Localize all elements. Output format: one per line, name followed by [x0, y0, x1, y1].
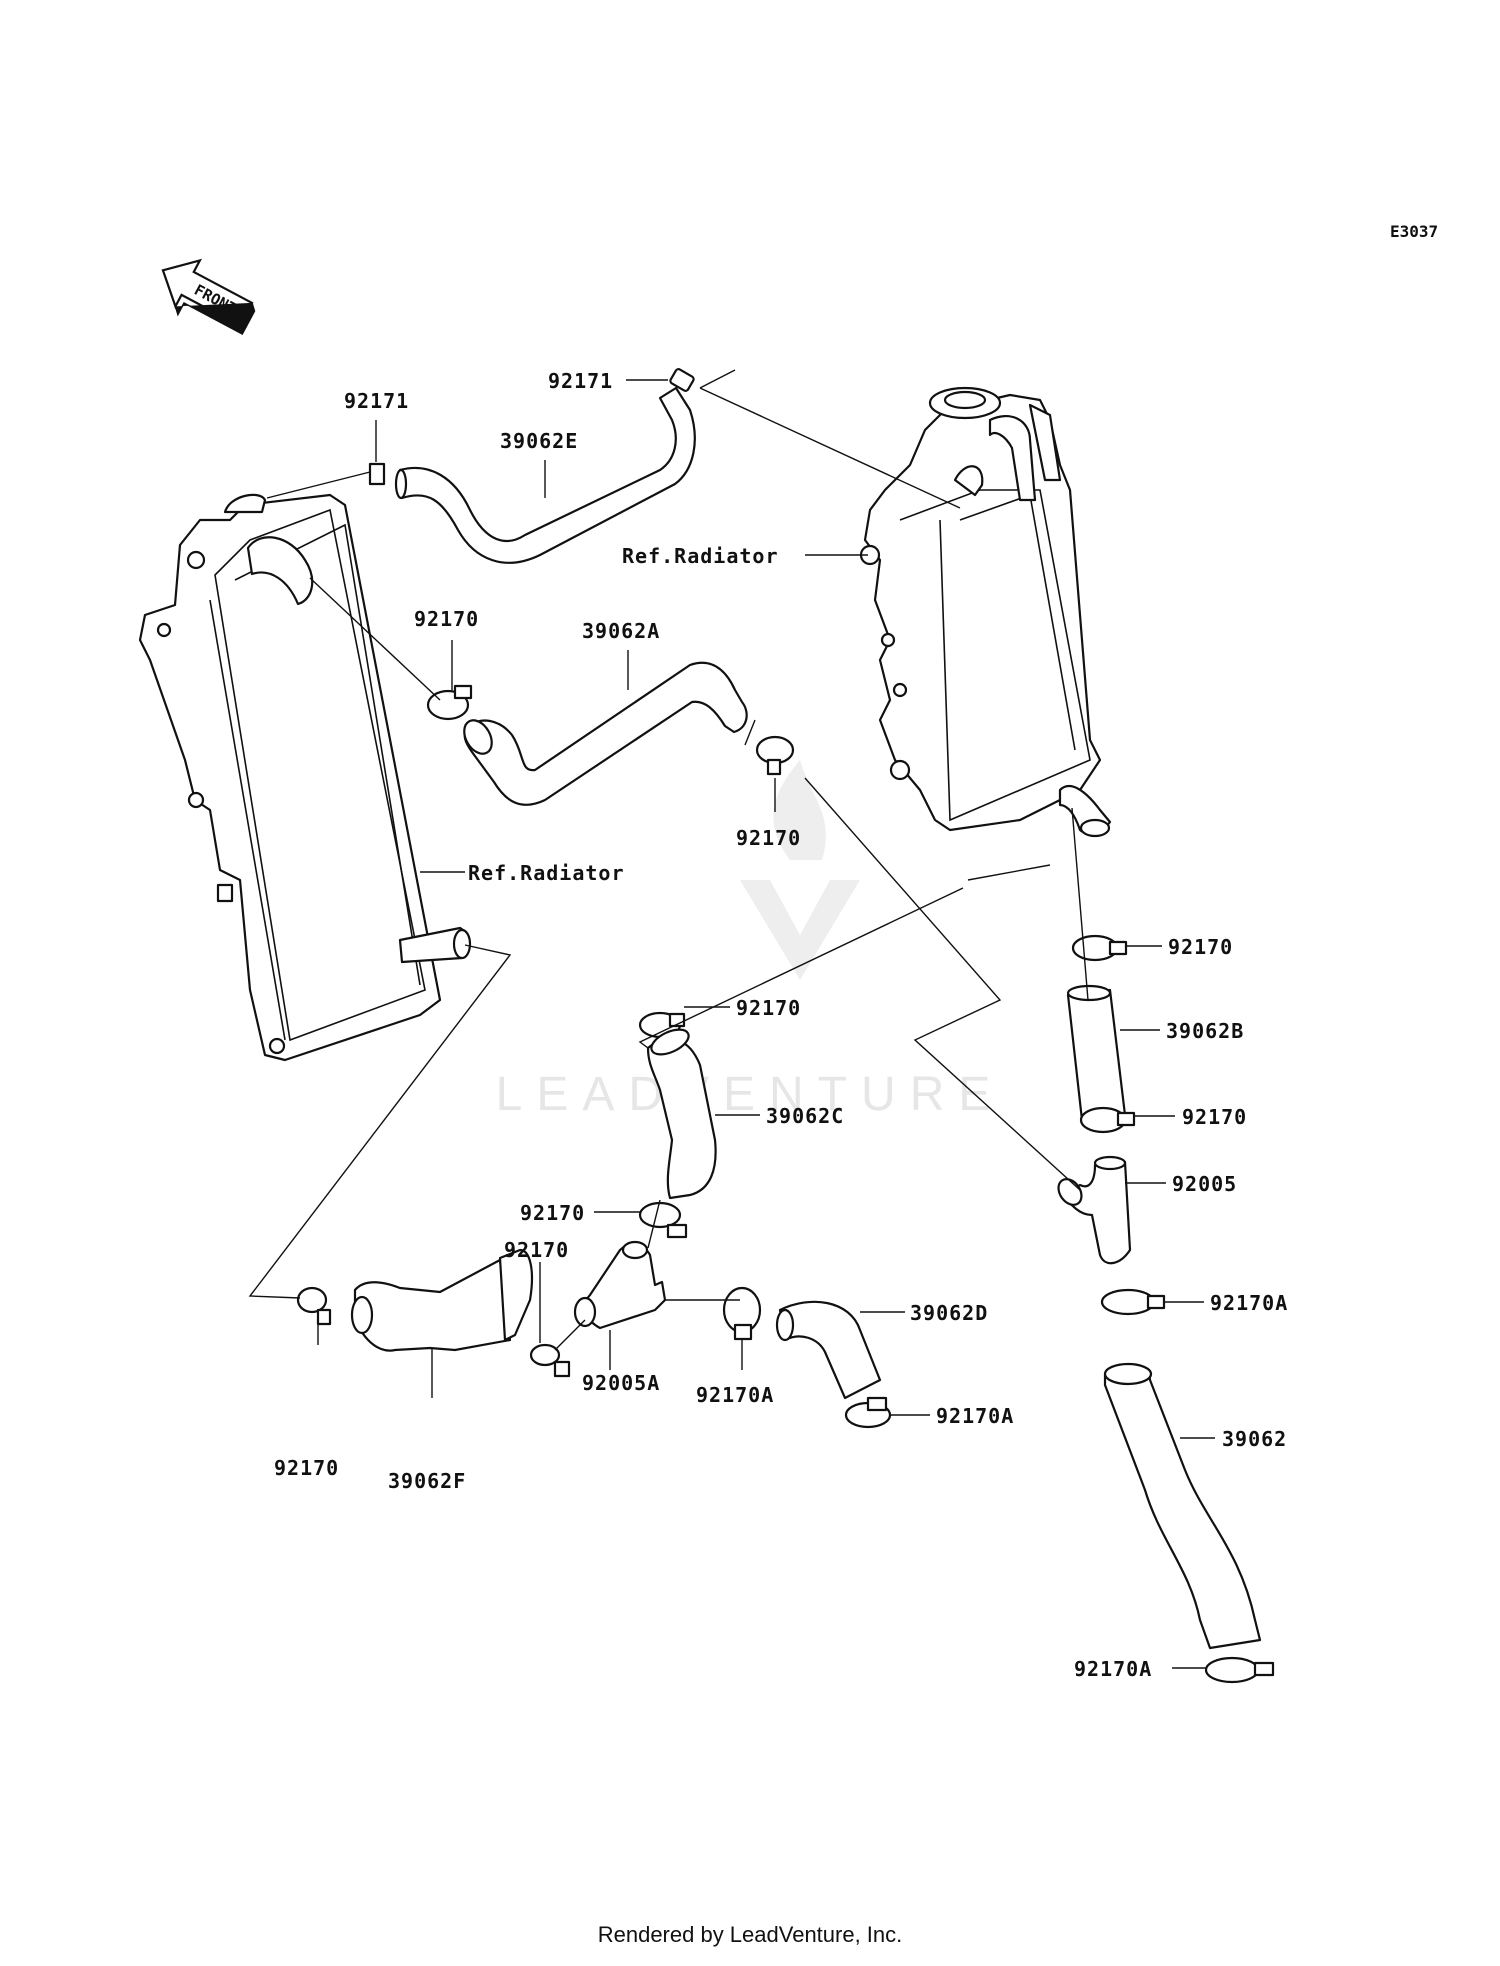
clamp-92170-center [638, 1011, 686, 1039]
clamp-92170a-center [722, 1286, 762, 1341]
callout-92170a-d: 92170A [936, 1404, 1014, 1428]
hose-39062e [398, 386, 696, 564]
callout-labels: 92171 92171 39062E Ref.Radiator 92170 39… [274, 369, 1288, 1681]
clamp-92170a-d [844, 1396, 892, 1429]
callout-39062d: 39062D [910, 1301, 988, 1325]
callout-92170-mid: 92170 [736, 826, 801, 850]
callout-92171-left: 92171 [344, 389, 409, 413]
footer-credit: Rendered by LeadVenture, Inc. [597, 1922, 903, 1947]
callout-92170-bottom-left: 92170 [274, 1456, 339, 1480]
hose-39062d [778, 1300, 882, 1400]
hose-39062b [1066, 988, 1127, 1122]
clamp-92170-lower-1 [638, 1201, 688, 1239]
callout-92170a-right: 92170A [1210, 1291, 1288, 1315]
callout-92170-upper-left: 92170 [414, 607, 479, 631]
diagram-code: E3037 [1390, 222, 1438, 241]
callout-ref-radiator-right: Ref.Radiator [622, 544, 779, 568]
clamp-92170-right-2 [1079, 1106, 1136, 1134]
callout-92170-right-top: 92170 [1168, 935, 1233, 959]
clamp-92170-bottom-left [296, 1286, 332, 1326]
callout-39062a: 39062A [582, 619, 660, 643]
clamp-92170-lower-2 [529, 1343, 571, 1378]
left-radiator [138, 493, 472, 1062]
front-arrow-icon: FRONT [161, 258, 256, 336]
hose-39062f [353, 1258, 512, 1352]
watermark-text: LEADVENTURE [496, 1068, 1005, 1121]
joint-92005 [1057, 1155, 1132, 1265]
callout-39062e: 39062E [500, 429, 578, 453]
clamp-92170a-right [1100, 1288, 1166, 1316]
callout-92170a-center: 92170A [696, 1383, 774, 1407]
callout-92171-top: 92171 [548, 369, 613, 393]
callout-92170a-bottom: 92170A [1074, 1657, 1152, 1681]
callout-92170-center: 92170 [736, 996, 801, 1020]
callout-39062: 39062 [1222, 1427, 1287, 1451]
clamp-92170-mid [755, 735, 795, 776]
assembly-lines [248, 369, 1089, 1351]
clip-92171-top [669, 368, 695, 392]
watermark: LEADVENTURE [496, 760, 1005, 1121]
callout-92170-lower-2: 92170 [504, 1238, 569, 1262]
clamp-92170a-bottom [1204, 1656, 1275, 1684]
clip-92171-left [368, 462, 386, 486]
callout-39062f: 39062F [388, 1469, 466, 1493]
callout-92170-right-2: 92170 [1182, 1105, 1247, 1129]
hose-39062 [1103, 1364, 1262, 1650]
callout-92005: 92005 [1172, 1172, 1237, 1196]
callout-39062c: 39062C [766, 1104, 844, 1128]
hose-39062a [463, 661, 748, 806]
joint-92005a [573, 1240, 667, 1330]
right-radiator [859, 386, 1112, 838]
callout-92005a: 92005A [582, 1371, 660, 1395]
callout-92170-lower-1: 92170 [520, 1201, 585, 1225]
callout-ref-radiator-left: Ref.Radiator [468, 861, 625, 885]
clamp-92170-right-top [1071, 934, 1128, 962]
hose-39062c [646, 1037, 717, 1200]
callout-leaders [317, 379, 1215, 1669]
callout-39062b: 39062B [1166, 1019, 1244, 1043]
clamp-92170-upper-left [426, 684, 473, 721]
